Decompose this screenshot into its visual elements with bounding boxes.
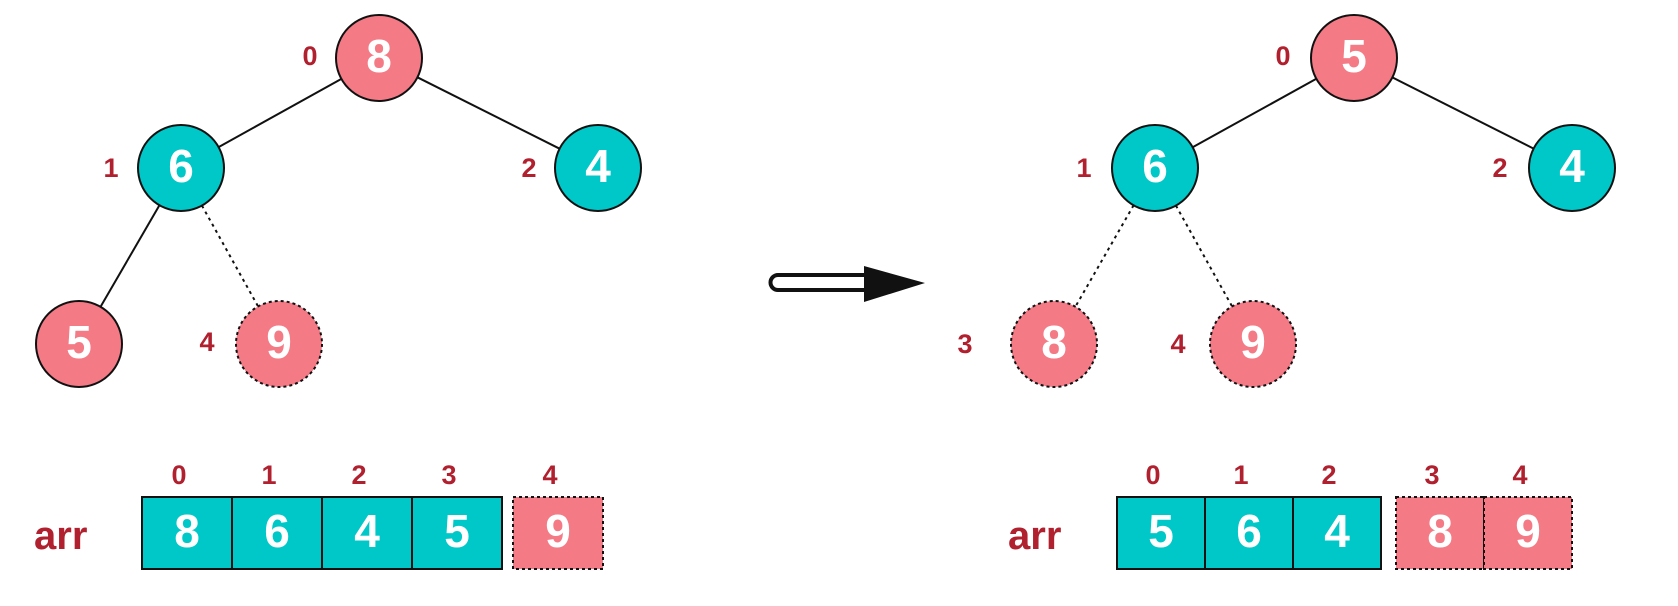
tree-node: 94 [199, 300, 323, 388]
tree-edge [218, 78, 342, 148]
tree-node: 50 [1275, 14, 1398, 102]
tree-node-value: 8 [1041, 316, 1067, 368]
array-cell-box [1204, 496, 1294, 570]
array-cell-value: 8 [174, 505, 200, 557]
array-cell-value: 4 [354, 505, 380, 557]
tree-node-index: 1 [1076, 153, 1091, 183]
array-cell-value: 6 [1236, 505, 1262, 557]
array-cell: 94 [1483, 460, 1573, 570]
array-cell: 61 [1204, 460, 1294, 570]
array-cell-index: 1 [1233, 460, 1248, 490]
tree-node-circle [1528, 124, 1616, 212]
array-cell-value: 6 [264, 505, 290, 557]
array-cell: 83 [1395, 460, 1485, 570]
array-cell-index: 2 [351, 460, 366, 490]
tree-node-value: 6 [168, 140, 194, 192]
tree-node-value: 6 [1142, 140, 1168, 192]
tree-node-value: 5 [66, 316, 92, 368]
tree-edge [99, 204, 161, 308]
array-cell-value: 4 [1324, 505, 1350, 557]
array-cell-box [1483, 496, 1573, 570]
array-label: arr [1008, 514, 1061, 558]
array-cell-value: 5 [1148, 505, 1174, 557]
array-cell: 42 [321, 460, 413, 570]
tree-node-circle [1111, 124, 1199, 212]
tree-node-circle [1010, 300, 1098, 388]
array-cell-index: 4 [1512, 460, 1527, 490]
tree-node-index: 4 [199, 327, 214, 357]
tree-node-circle [235, 300, 323, 388]
tree-node-index: 4 [1170, 329, 1185, 359]
tree-node-index: 0 [302, 41, 317, 71]
array-label: arr [34, 514, 87, 558]
tree-edge [1192, 77, 1317, 149]
array-cell-box [1116, 496, 1206, 570]
tree-node-circle [554, 124, 642, 212]
tree-edge [1391, 76, 1535, 150]
tree-node-value: 8 [366, 30, 392, 82]
tree-node-circle [335, 14, 423, 102]
tree-node: 61 [103, 124, 225, 212]
tree-node-circle [35, 300, 123, 388]
array-cell-index: 0 [1145, 460, 1160, 490]
array-cell: 42 [1292, 460, 1382, 570]
array-cell-value: 8 [1427, 505, 1453, 557]
tree-node-index: 0 [1275, 41, 1290, 71]
array-cell-index: 3 [1424, 460, 1439, 490]
array-cell-box [231, 496, 323, 570]
tree-node-value: 9 [1240, 316, 1266, 368]
array-cell-box [1292, 496, 1382, 570]
array-cell-index: 4 [542, 460, 557, 490]
tree-node: 5 [35, 300, 123, 388]
array-cell: 94 [512, 460, 604, 570]
tree-node-value: 9 [266, 316, 292, 368]
tree-node-index: 3 [957, 329, 972, 359]
tree-node: 42 [521, 124, 642, 212]
array-cell-index: 3 [441, 460, 456, 490]
array-cell-value: 9 [545, 505, 571, 557]
tree-node-index: 2 [521, 153, 536, 183]
tree-node: 80 [302, 14, 423, 102]
tree-node: 61 [1076, 124, 1199, 212]
array-cell: 50 [1116, 460, 1206, 570]
array-cell-value: 5 [444, 505, 470, 557]
array-cell: 80 [141, 460, 233, 570]
tree-node-value: 4 [585, 140, 611, 192]
tree-node: 83 [957, 300, 1098, 388]
array-cell-box [321, 496, 413, 570]
tree-node-value: 4 [1559, 140, 1585, 192]
array-cell-box [512, 496, 604, 570]
array-cell-value: 9 [1515, 505, 1541, 557]
array-cell-index: 0 [171, 460, 186, 490]
array-cell-index: 2 [1321, 460, 1336, 490]
tree-edge-dashed [1175, 205, 1233, 307]
tree-node: 42 [1492, 124, 1616, 212]
tree-edge-dashed [201, 205, 259, 307]
array-cell: 53 [411, 460, 503, 570]
tree-node-circle [1209, 300, 1297, 388]
tree-node-index: 1 [103, 153, 118, 183]
tree-edge-dashed [1074, 204, 1135, 308]
tree-node-index: 2 [1492, 153, 1507, 183]
tree-node-circle [1310, 14, 1398, 102]
array-cell-box [411, 496, 503, 570]
right-arrow-icon [768, 266, 925, 302]
array-cell-box [1395, 496, 1485, 570]
tree-node-value: 5 [1341, 30, 1367, 82]
array-cell: 61 [231, 460, 323, 570]
array-cell-index: 1 [261, 460, 276, 490]
tree-node-circle [137, 124, 225, 212]
tree-node: 94 [1170, 300, 1297, 388]
tree-edge [416, 76, 561, 150]
